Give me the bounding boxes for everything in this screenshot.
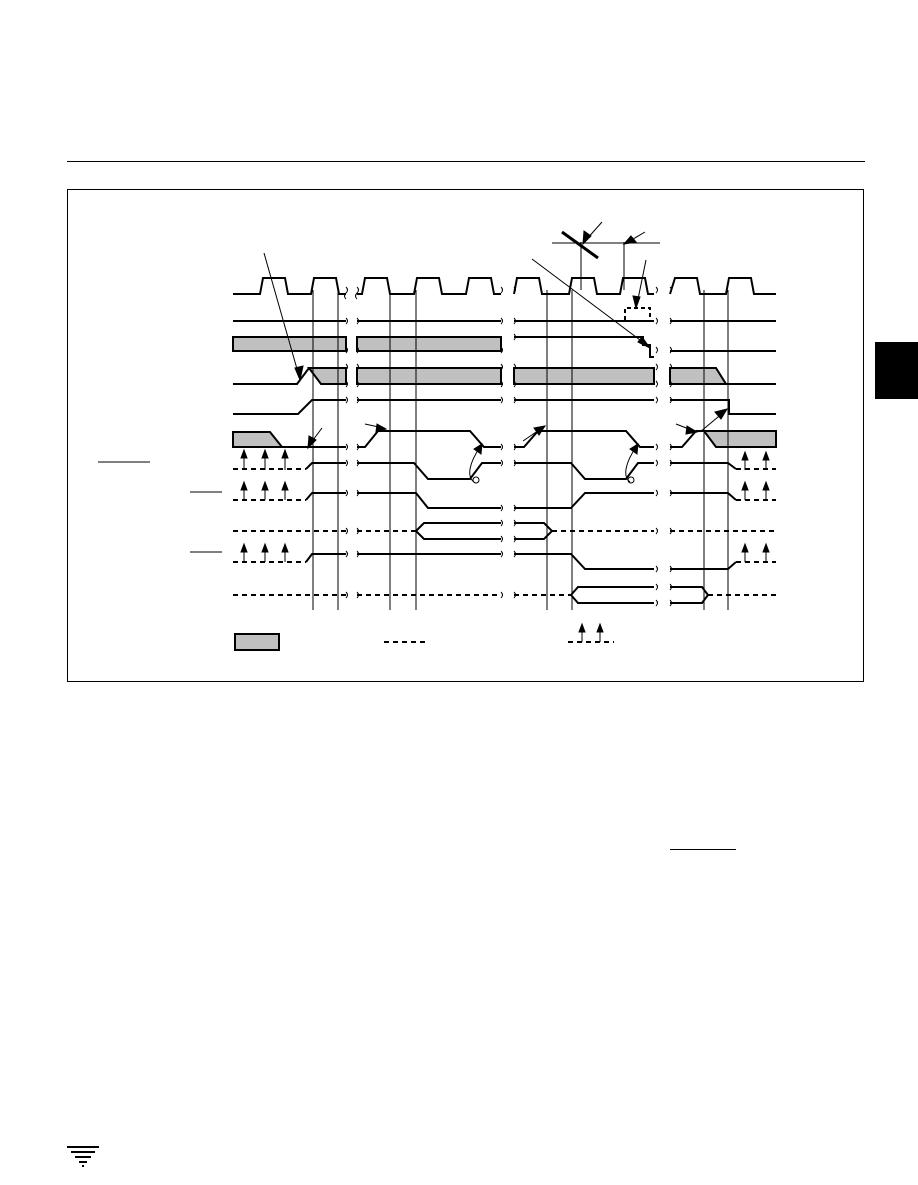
signal-row-5 — [233, 399, 776, 415]
reference-lines — [312, 242, 729, 610]
dashed-pulse — [624, 307, 651, 320]
signal-row-7 — [233, 462, 776, 480]
signal-row-3 — [232, 336, 776, 358]
overline-mark — [670, 849, 736, 850]
label-lines — [98, 461, 222, 553]
signal-row-6 — [232, 430, 777, 448]
signal-row-8 — [233, 492, 776, 509]
legend-shaded-swatch — [234, 633, 280, 651]
company-logo-icon — [67, 1146, 99, 1167]
section-tab-marker — [875, 342, 918, 399]
skew-marker — [561, 230, 599, 260]
clock-waveform — [233, 277, 776, 295]
annotation-arrows — [263, 221, 729, 484]
header-rule — [67, 161, 865, 162]
signal-row-4 — [233, 367, 776, 385]
timing-diagram-frame — [67, 189, 864, 682]
sample-arrows — [240, 448, 770, 562]
signal-row-10 — [233, 553, 776, 570]
break-marks — [344, 286, 672, 607]
signal-row-9 — [233, 522, 776, 540]
signal-row-11 — [233, 586, 776, 604]
legend-arrow-swatch — [568, 622, 614, 643]
legend — [234, 622, 614, 651]
